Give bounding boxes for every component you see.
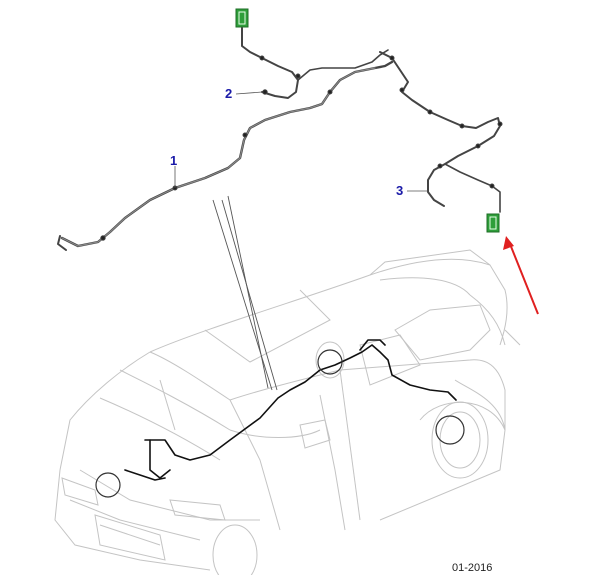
brake-pipe-3	[379, 51, 503, 213]
installed-pipe-run	[95, 339, 465, 498]
vehicle-outline	[54, 249, 521, 575]
callout-2: 2	[225, 86, 232, 101]
callout-1: 1	[170, 153, 177, 168]
green-tag-icon	[235, 8, 249, 28]
leader-lines	[212, 195, 278, 391]
footer-code: 01-2016	[452, 562, 493, 574]
callout-3: 3	[396, 183, 403, 198]
green-tag-icon	[486, 213, 500, 233]
brake-pipe-2	[241, 27, 389, 99]
red-arrow-icon	[503, 236, 539, 315]
callout-leaders	[174, 91, 428, 192]
